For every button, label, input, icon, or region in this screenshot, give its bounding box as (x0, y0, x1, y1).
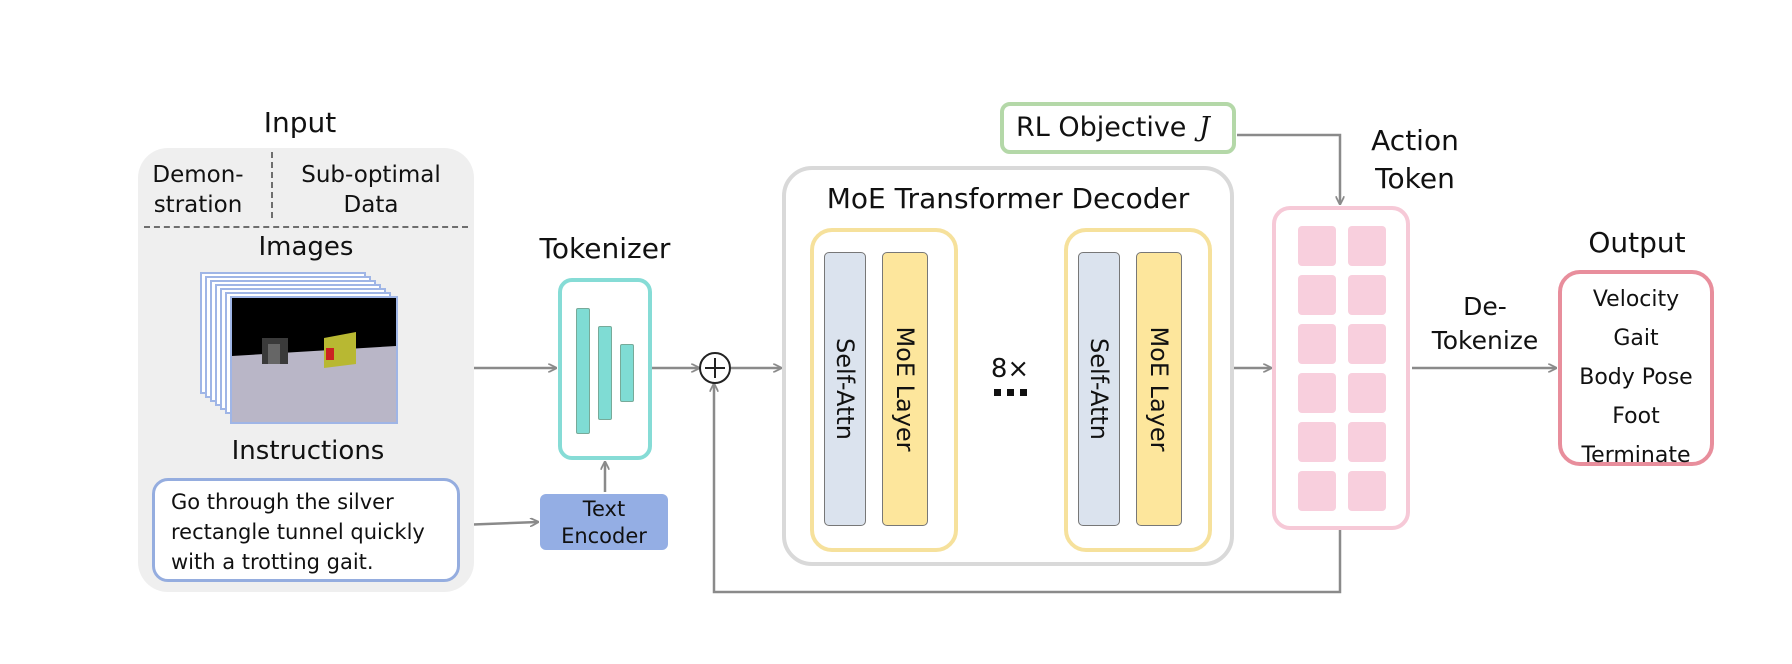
image-stack (200, 272, 400, 432)
input-title: Input (263, 106, 337, 139)
self-attn-label: Self-Attn (831, 338, 859, 440)
decoder-block: Self-Attn MoE Layer (810, 228, 958, 552)
tokenizer-bar (576, 308, 590, 434)
rl-objective-label: RL Objective (1016, 112, 1187, 143)
action-token-cell (1298, 373, 1336, 413)
detokenize-label: De- Tokenize (1431, 292, 1539, 355)
action-token-title: Action Token (1371, 124, 1459, 195)
output-item: Body Pose (1579, 365, 1693, 390)
simulation-image (230, 296, 398, 424)
decoder-title: MoE Transformer Decoder (826, 182, 1190, 215)
output-item: Foot (1612, 404, 1660, 429)
text-encoder: Text Encoder (540, 494, 668, 550)
action-token-cell (1298, 275, 1336, 315)
action-token-cell (1348, 373, 1386, 413)
output-block: Velocity Gait Body Pose Foot Terminate (1558, 270, 1714, 468)
rl-objective: RL Objective J (1000, 102, 1236, 154)
tokenizer-block (558, 278, 652, 460)
moe-layer: MoE Layer (882, 252, 928, 526)
tokenizer-bar (620, 344, 634, 402)
moe-transformer-decoder: MoE Transformer Decoder Self-Attn MoE La… (782, 166, 1234, 566)
input-horizontal-divider (144, 226, 468, 228)
output-item: Velocity (1592, 287, 1680, 312)
instructions-label: Instructions (231, 436, 385, 466)
action-token-cell (1348, 422, 1386, 462)
rl-objective-symbol: J (1199, 112, 1210, 143)
images-label: Images (258, 232, 354, 262)
instruction-line: Go through the silver (171, 490, 394, 514)
arrow-rl-to-action (1237, 133, 1340, 204)
action-token-block (1272, 206, 1410, 530)
decoder-block: Self-Attn MoE Layer (1064, 228, 1212, 552)
action-token-cell (1348, 324, 1386, 364)
tokenizer-bar (598, 326, 612, 420)
input-vertical-divider (271, 152, 273, 218)
action-token-cell (1298, 324, 1336, 364)
moe-layer-label: MoE Layer (891, 326, 919, 452)
sum-node (699, 352, 731, 384)
self-attn-label: Self-Attn (1085, 338, 1113, 440)
action-token-cell (1348, 226, 1386, 266)
ellipsis-dots (994, 389, 1034, 397)
repeat-count: 8× (990, 354, 1030, 384)
self-attn-layer: Self-Attn (824, 252, 866, 526)
arrow-feedback-loop (714, 384, 1342, 594)
action-token-cell (1348, 275, 1386, 315)
input-panel: Demon- stration Sub-optimal Data Images (138, 148, 474, 592)
suboptimal-data-label: Sub-optimal Data (301, 162, 441, 218)
moe-layer: MoE Layer (1136, 252, 1182, 526)
output-item: Terminate (1581, 443, 1691, 468)
action-token-cell (1298, 422, 1336, 462)
tokenizer-title: Tokenizer (539, 232, 671, 265)
instruction-line: rectangle tunnel quickly (171, 520, 425, 544)
instruction-line: with a trotting gait. (171, 550, 374, 574)
action-token-cell (1348, 471, 1386, 511)
action-token-cell (1298, 471, 1336, 511)
moe-layer-label: MoE Layer (1145, 326, 1173, 452)
output-title: Output (1588, 226, 1686, 259)
action-token-cell (1298, 226, 1336, 266)
output-item: Gait (1613, 326, 1659, 351)
instruction-box: Go through the silver rectangle tunnel q… (152, 478, 460, 582)
self-attn-layer: Self-Attn (1078, 252, 1120, 526)
demonstration-label: Demon- stration (152, 162, 244, 218)
